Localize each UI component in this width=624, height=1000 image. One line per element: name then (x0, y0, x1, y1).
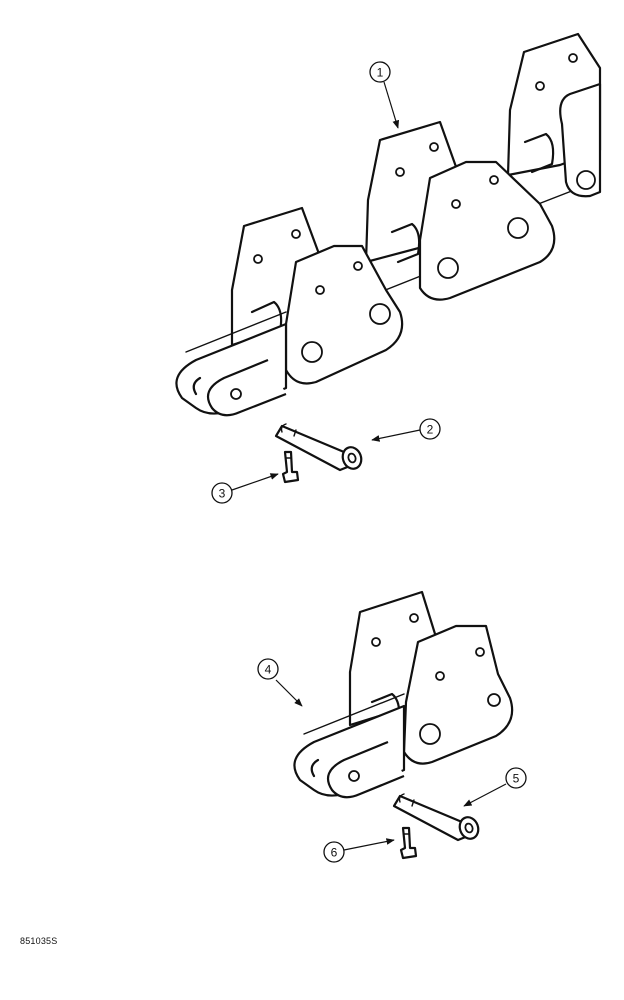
callout-4: 4 (257, 658, 303, 707)
callout-2: 2 (371, 418, 441, 442)
retainer-pin-bottom (399, 826, 418, 860)
callout-5: 5 (463, 767, 527, 807)
callout-1: 1 (369, 61, 400, 129)
callout-2-label: 2 (427, 423, 434, 437)
retainer-pin-top (281, 450, 300, 484)
callout-6-label: 6 (331, 846, 338, 860)
callout-4-label: 4 (265, 663, 272, 677)
chain-pin-bottom (392, 793, 480, 842)
callout-5-label: 5 (513, 772, 520, 786)
callout-3: 3 (211, 473, 279, 504)
callout-1-label: 1 (377, 66, 384, 80)
callout-3-label: 3 (219, 487, 226, 501)
chain-pin-top (274, 423, 363, 472)
chain-assembly-bottom (293, 590, 514, 799)
callout-6: 6 (323, 838, 395, 863)
figure-id: 851035S (20, 936, 58, 946)
chain-assembly-top (175, 32, 602, 417)
